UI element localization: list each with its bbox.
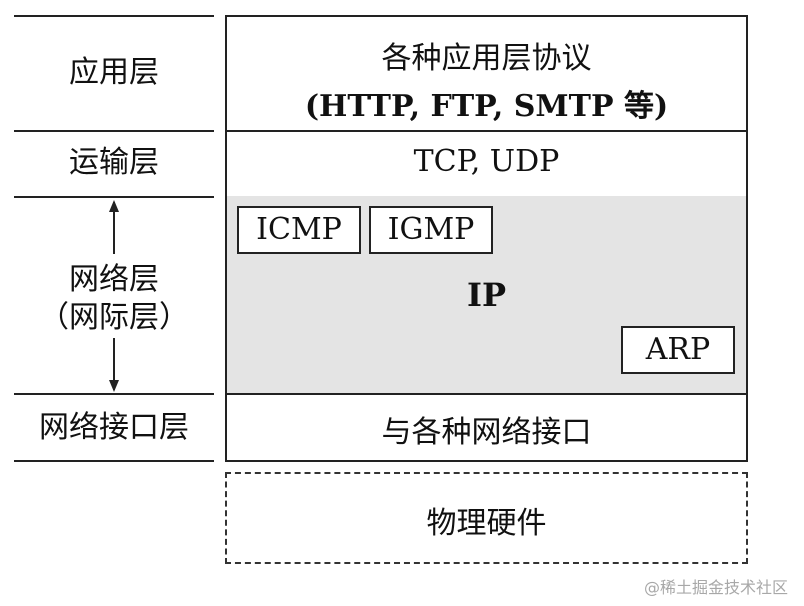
physical-hardware-text: 物理硬件 <box>426 506 547 541</box>
network-interface-text: 与各种网络接口 <box>381 415 592 450</box>
application-protocols-examples: (HTTP, FTP, SMTP 等) <box>304 89 669 124</box>
transport-protocols-text: TCP, UDP <box>413 144 560 179</box>
network-interface-row: 与各种网络接口 <box>225 393 748 462</box>
internet-layer-label: （网际层） <box>39 300 189 335</box>
interface-layer-label: 网络接口层 <box>39 410 189 445</box>
left-separator-3 <box>14 393 214 395</box>
left-separator-bottom <box>14 460 214 462</box>
left-separator-1 <box>14 130 214 132</box>
ip-label: IP <box>466 276 507 314</box>
application-layer-label: 应用层 <box>69 55 159 90</box>
igmp-box: IGMP <box>369 206 493 254</box>
transport-protocols-row: TCP, UDP <box>225 130 748 198</box>
icmp-box: ICMP <box>237 206 361 254</box>
watermark: @稀土掘金技术社区 <box>643 578 788 597</box>
arp-box: ARP <box>621 326 735 374</box>
network-layer-label: 网络层 <box>69 262 159 297</box>
left-separator-top <box>14 15 214 17</box>
network-range-arrow <box>109 200 119 392</box>
transport-layer-label: 运输层 <box>69 145 159 180</box>
physical-hardware-box: 物理硬件 <box>225 472 748 564</box>
application-protocols-title: 各种应用层协议 <box>381 41 592 76</box>
left-separator-2 <box>14 196 214 198</box>
application-protocols-row: 各种应用层协议 (HTTP, FTP, SMTP 等) <box>225 15 748 132</box>
network-protocols-row: ICMP IGMP IP ARP <box>225 196 748 395</box>
